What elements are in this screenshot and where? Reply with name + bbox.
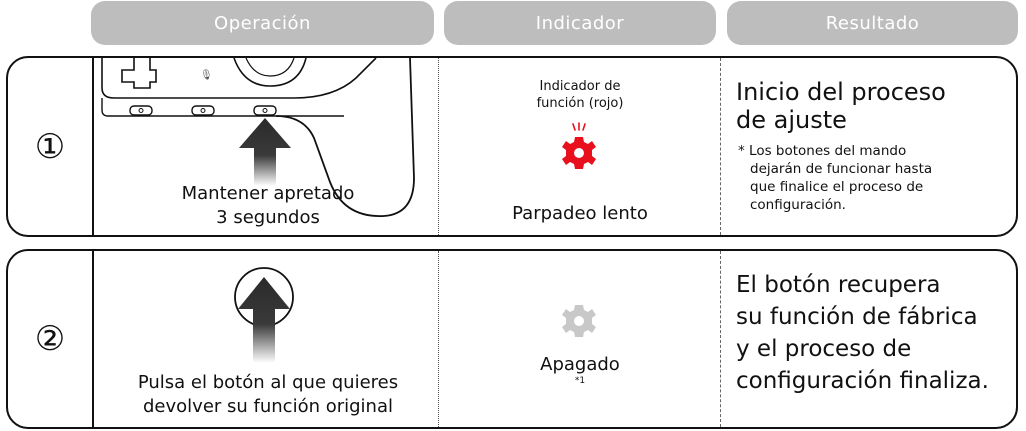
step-number-1: ①	[34, 126, 66, 167]
header-result: Resultado	[727, 1, 1018, 45]
operation-caption: Mantener apretado 3 segundos	[181, 183, 355, 228]
row-divider	[92, 58, 94, 235]
operation-caption: Pulsa el botón al que quieres devolver s…	[137, 372, 399, 417]
row-divider	[438, 58, 439, 235]
indicator-state: Apagado	[540, 354, 620, 375]
header-operation: Operación	[91, 1, 434, 45]
row-divider	[720, 58, 721, 235]
press-arrow-icon	[238, 277, 290, 363]
press-arrow-icon	[239, 118, 291, 186]
button-press-illustration	[234, 267, 294, 363]
indicator-state: Parpadeo lento	[512, 203, 648, 224]
step-row-2: ② Pulsa el botón al que quieres devolver…	[6, 249, 1018, 429]
step-row-1: ① 🎙	[6, 56, 1018, 237]
row-divider	[438, 251, 439, 427]
gear-icon	[562, 305, 596, 337]
result-title: Inicio del proceso de ajuste	[736, 78, 946, 134]
stick-icon	[233, 58, 307, 87]
dpad-icon	[121, 58, 157, 89]
step-number-2: ②	[34, 319, 66, 359]
result-text: El botón recupera su función de fábrica …	[736, 272, 989, 394]
indicator-label: Indicador de función (rojo)	[536, 79, 624, 111]
svg-text:🎙: 🎙	[200, 69, 213, 81]
indicator-footnote: *1	[574, 376, 586, 386]
gear-icon	[562, 122, 596, 169]
header-indicator: Indicador	[444, 1, 716, 45]
row-divider	[92, 251, 94, 427]
controller-illustration: 🎙	[101, 58, 415, 217]
row-divider	[720, 251, 721, 427]
result-note: * Los botones del mando dejarán de funci…	[738, 143, 933, 213]
controller-buttons	[129, 105, 277, 116]
